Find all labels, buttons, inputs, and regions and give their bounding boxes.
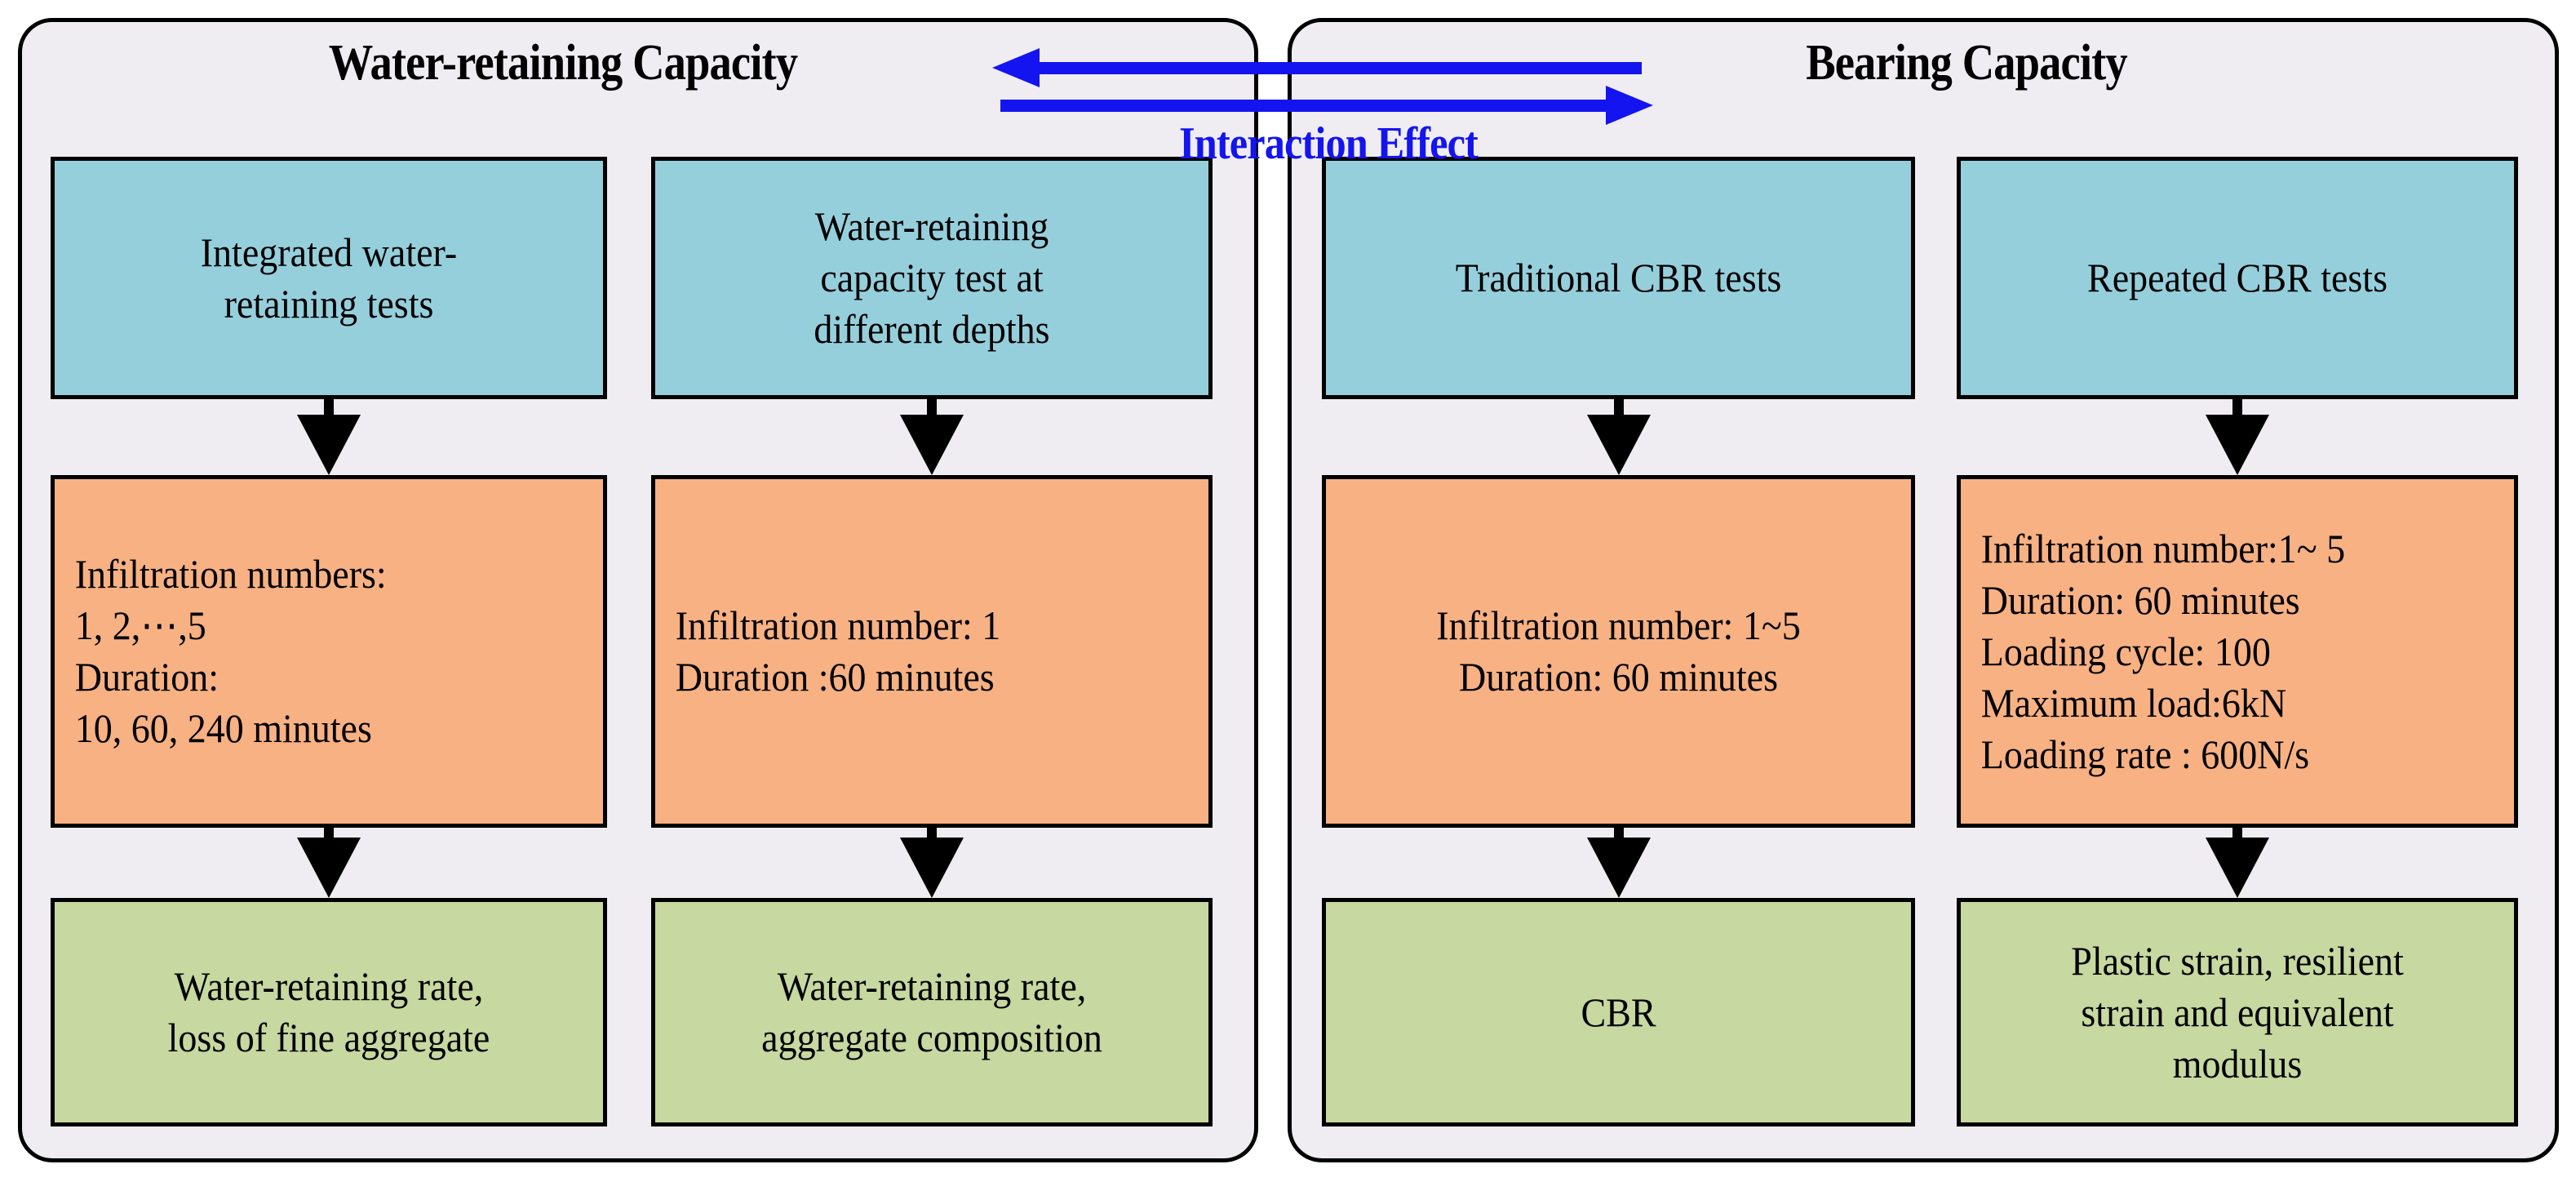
arrow-down-icon (297, 399, 361, 475)
box-infiltration-number-one[interactable]: Infiltration number: 1 Duration :60 minu… (651, 475, 1213, 828)
box-label: Infiltration number: 1~5 Duration: 60 mi… (1436, 602, 1801, 700)
bearing-capacity-panel-title: Bearing Capacity (1806, 35, 2127, 91)
box-label: Water-retaining rate, aggregate composit… (761, 963, 1102, 1060)
box-label: Infiltration numbers: 1, 2,⋯,5 Duration:… (74, 551, 387, 751)
arrow-down-icon (1587, 399, 1651, 475)
box-label: Water-retaining capacity test at differe… (814, 203, 1050, 352)
box-label: Water-retaining rate, loss of fine aggre… (167, 963, 490, 1060)
arrow-left-shaft (1036, 62, 1642, 74)
box-integrated-water-retaining-tests[interactable]: Integrated water- retaining tests (51, 157, 607, 399)
box-water-retaining-capacity-test-depths[interactable]: Water-retaining capacity test at differe… (651, 157, 1213, 399)
box-plastic-resilient-strain-modulus[interactable]: Plastic strain, resilient strain and equ… (1957, 898, 2518, 1126)
box-label: Traditional CBR tests (1455, 255, 1782, 300)
box-label: Plastic strain, resilient strain and equ… (2071, 937, 2404, 1086)
arrow-down-icon (900, 828, 964, 898)
arrow-down-icon (2206, 828, 2269, 898)
box-label: Infiltration number: 1 Duration :60 minu… (675, 602, 1001, 700)
box-repeated-cbr-tests[interactable]: Repeated CBR tests (1957, 157, 2518, 399)
box-label: Integrated water- retaining tests (200, 229, 458, 327)
arrow-right-shaft (1000, 100, 1607, 112)
box-water-retaining-rate-aggregate-composition[interactable]: Water-retaining rate, aggregate composit… (651, 898, 1213, 1126)
box-label: CBR (1581, 989, 1656, 1035)
box-water-retaining-rate-fine-aggregate[interactable]: Water-retaining rate, loss of fine aggre… (51, 898, 607, 1126)
box-infiltration-number-range-duration[interactable]: Infiltration number: 1~5 Duration: 60 mi… (1322, 475, 1915, 828)
arrow-right-icon (1606, 86, 1653, 125)
arrow-left-icon (992, 48, 1040, 87)
interaction-effect-label: Interaction Effect (1179, 118, 1479, 169)
water-retaining-panel-title: Water-retaining Capacity (328, 35, 798, 91)
box-repeated-cbr-parameters[interactable]: Infiltration number:1~ 5 Duration: 60 mi… (1957, 475, 2518, 828)
arrow-down-icon (1587, 828, 1651, 898)
arrow-down-icon (297, 828, 361, 898)
box-label: Infiltration number:1~ 5 Duration: 60 mi… (1980, 525, 2346, 777)
arrow-down-icon (900, 399, 964, 475)
box-label: Repeated CBR tests (2087, 255, 2388, 300)
box-cbr-result[interactable]: CBR (1322, 898, 1915, 1126)
box-infiltration-numbers-duration[interactable]: Infiltration numbers: 1, 2,⋯,5 Duration:… (51, 475, 607, 828)
box-traditional-cbr-tests[interactable]: Traditional CBR tests (1322, 157, 1915, 399)
interaction-effect-group: Interaction Effect (986, 38, 1655, 168)
arrow-down-icon (2206, 399, 2269, 475)
